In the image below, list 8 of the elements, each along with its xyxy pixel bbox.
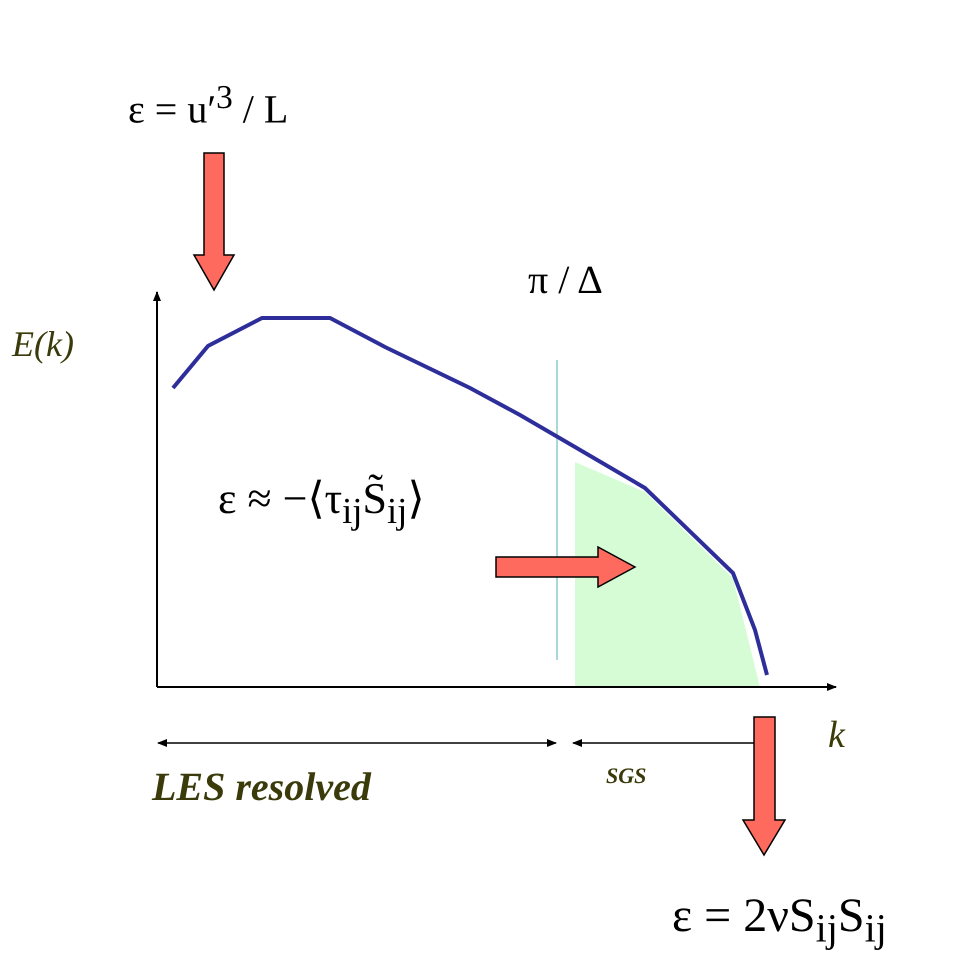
range-label: SGS — [606, 764, 646, 788]
cutoff-label: π / Δ — [528, 258, 603, 302]
axis-label: E(k) — [12, 325, 74, 365]
formula-text: ε = 2νS$_{ij}$S$_{ij}$ — [672, 890, 887, 951]
formula-text: ε ≈ −⟨τ$_{ij}$S̃$_{ij}$⟩ — [218, 475, 424, 532]
range-label: LES resolved — [152, 765, 371, 809]
formula-text: ε = u′$^{3}$ / L — [128, 80, 288, 132]
axis-label: k — [828, 715, 845, 757]
